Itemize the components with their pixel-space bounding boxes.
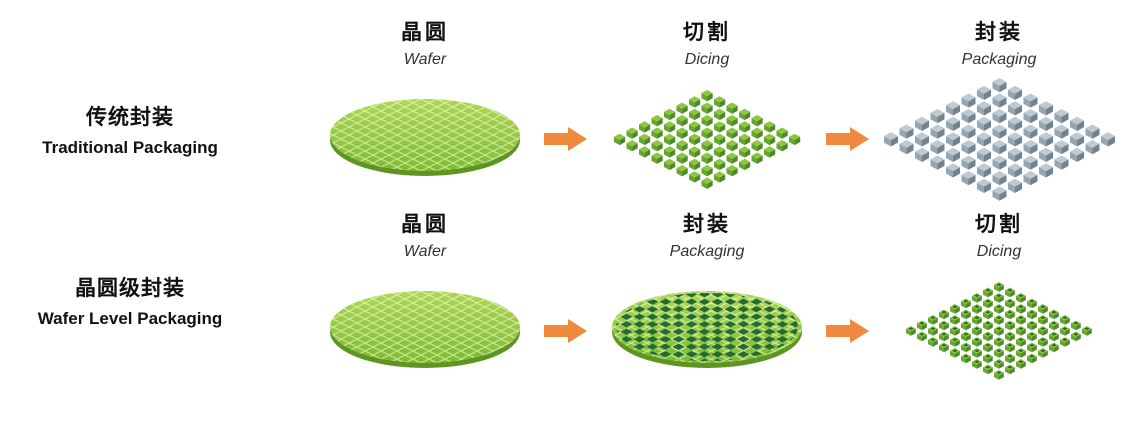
row-title-zh: 晶圆级封装	[75, 277, 185, 300]
row-title-en: Wafer Level Packaging	[37, 309, 223, 328]
arrow-right-icon	[544, 126, 588, 152]
stage-label-en: Wafer	[403, 243, 447, 260]
packaged-chips-icon	[882, 74, 1117, 204]
arrow-right-icon	[826, 318, 870, 344]
diced-packages-icon	[904, 266, 1094, 396]
stage-label-zh: 切割	[683, 21, 731, 44]
process-row-wafer-level: 晶圆级封装 Wafer Level Packaging 晶圆 Wafer 封装 …	[10, 212, 1146, 396]
stage-dicing: 切割 Dicing	[874, 212, 1124, 396]
stage-label-en: Packaging	[961, 51, 1037, 68]
stage-label-en: Wafer	[403, 51, 447, 68]
row-title-wafer-level: 晶圆级封装 Wafer Level Packaging	[10, 276, 250, 330]
stage-wafer: 晶圆 Wafer	[310, 212, 540, 396]
wafer-icon	[325, 74, 525, 204]
stage-label-zh: 封装	[975, 21, 1023, 44]
row-title-en: Traditional Packaging	[42, 138, 218, 157]
stage-wafer: 晶圆 Wafer	[310, 20, 540, 204]
stage-label-zh: 封装	[683, 213, 731, 236]
wafer-icon	[325, 266, 525, 396]
diced-chips-icon	[612, 74, 802, 204]
arrow-right-icon	[826, 126, 870, 152]
stage-label-zh: 晶圆	[401, 213, 449, 236]
packaged-wafer-icon	[607, 266, 807, 396]
stage-label-zh: 切割	[975, 213, 1023, 236]
process-row-traditional: 传统封装 Traditional Packaging 晶圆 Wafer 切割 D…	[10, 20, 1146, 204]
stage-label-en: Dicing	[684, 51, 730, 68]
stage-packaging: 封装 Packaging	[592, 212, 822, 396]
arrow-right-icon	[544, 318, 588, 344]
stage-dicing: 切割 Dicing	[592, 20, 822, 204]
stage-label-en: Dicing	[976, 243, 1022, 260]
row-title-zh: 传统封装	[86, 106, 174, 129]
stage-packaging: 封装 Packaging	[874, 20, 1124, 204]
stage-label-en: Packaging	[669, 243, 745, 260]
row-title-traditional: 传统封装 Traditional Packaging	[10, 105, 250, 159]
diagram-rows: 传统封装 Traditional Packaging 晶圆 Wafer 切割 D…	[10, 20, 1146, 396]
stage-label-zh: 晶圆	[401, 21, 449, 44]
